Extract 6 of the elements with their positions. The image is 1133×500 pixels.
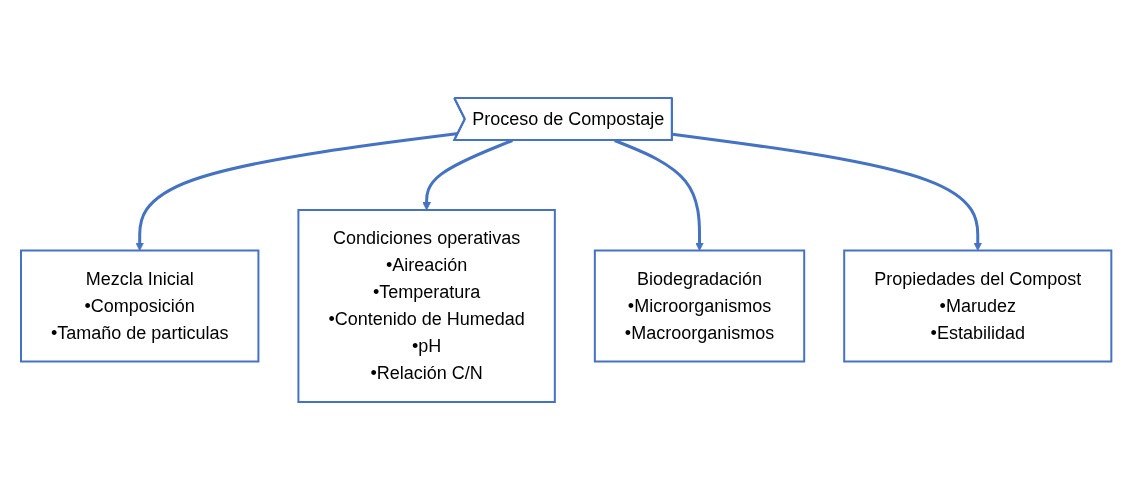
node-box: Condiciones operativas •Aireación •Temperatura •Contenido de Humedad •pH •Relación C/N bbox=[297, 209, 557, 403]
arrow bbox=[672, 132, 983, 251]
arrow bbox=[135, 131, 459, 251]
node-box: Propiedades del Compost •Marudez •Estabilidad bbox=[843, 249, 1113, 363]
node-box: Biodegradación •Microorganismos •Macroorganismos bbox=[594, 249, 806, 363]
node-box: Mezcla Inicial •Composición •Tamaño de particulas bbox=[20, 249, 260, 363]
